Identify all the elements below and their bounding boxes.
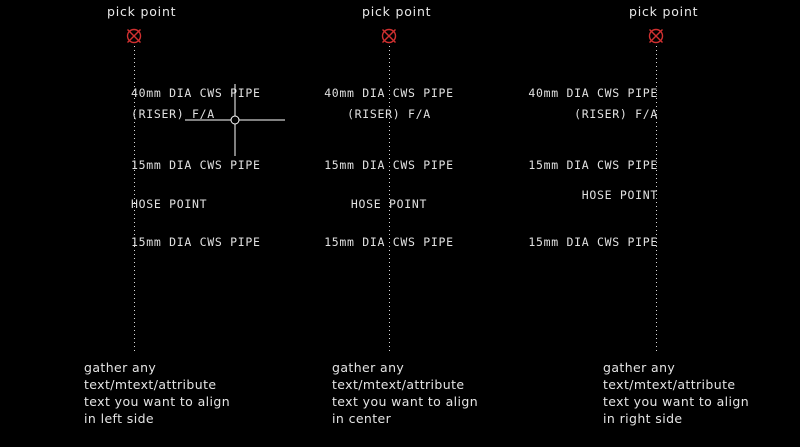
note-line-3-left: text you want to align [84, 394, 231, 409]
guide-line-center [389, 46, 390, 351]
note-block-right: gather any text/mtext/attribute text you… [603, 359, 749, 427]
cad-text-line-5-right[interactable]: 15mm DIA CWS PIPE [528, 235, 658, 249]
note-line-2-right: text/mtext/attribute [603, 377, 736, 392]
cad-text-line-2-right[interactable]: (RISER) F/A [574, 107, 658, 121]
note-line-2-center: text/mtext/attribute [332, 377, 465, 392]
cad-text-line-3-right[interactable]: 15mm DIA CWS PIPE [528, 158, 658, 172]
note-line-2-left: text/mtext/attribute [84, 377, 217, 392]
cad-text-line-1-right[interactable]: 40mm DIA CWS PIPE [528, 86, 658, 100]
note-block-center: gather any text/mtext/attribute text you… [332, 359, 478, 427]
note-line-4-center: in center [332, 411, 392, 426]
point-marker-circle-x-icon-left[interactable] [124, 26, 144, 46]
cad-text-line-4-right[interactable]: HOSE POINT [581, 188, 658, 202]
cad-text-line-4-left[interactable]: HOSE POINT [131, 197, 208, 211]
pick-point-label-center: pick point [362, 4, 432, 19]
note-line-3-center: text you want to align [332, 394, 479, 409]
cad-text-line-1-center[interactable]: 40mm DIA CWS PIPE [324, 86, 454, 100]
note-line-1-center: gather any [332, 360, 405, 375]
note-block-left: gather any text/mtext/attribute text you… [84, 359, 230, 427]
note-line-4-right: in right side [603, 411, 683, 426]
point-marker-circle-x-icon-center[interactable] [379, 26, 399, 46]
cad-text-line-5-center[interactable]: 15mm DIA CWS PIPE [324, 235, 454, 249]
note-line-4-left: in left side [84, 411, 154, 426]
guide-line-left [134, 46, 135, 351]
note-line-3-right: text you want to align [603, 394, 750, 409]
cad-text-line-3-center[interactable]: 15mm DIA CWS PIPE [324, 158, 454, 172]
cad-text-line-5-left[interactable]: 15mm DIA CWS PIPE [131, 235, 261, 249]
guide-line-right [656, 46, 657, 351]
cad-text-line-2-center[interactable]: (RISER) F/A [347, 107, 431, 121]
cad-text-line-1-left[interactable]: 40mm DIA CWS PIPE [131, 86, 261, 100]
point-marker-circle-x-icon-right[interactable] [646, 26, 666, 46]
pick-point-label-left: pick point [107, 4, 177, 19]
note-line-1-left: gather any [84, 360, 157, 375]
cad-text-line-2-left[interactable]: (RISER) F/A [131, 107, 215, 121]
cad-text-line-3-left[interactable]: 15mm DIA CWS PIPE [131, 158, 261, 172]
cad-text-line-4-center[interactable]: HOSE POINT [350, 197, 428, 211]
note-line-1-right: gather any [603, 360, 676, 375]
pick-point-label-right: pick point [629, 4, 699, 19]
